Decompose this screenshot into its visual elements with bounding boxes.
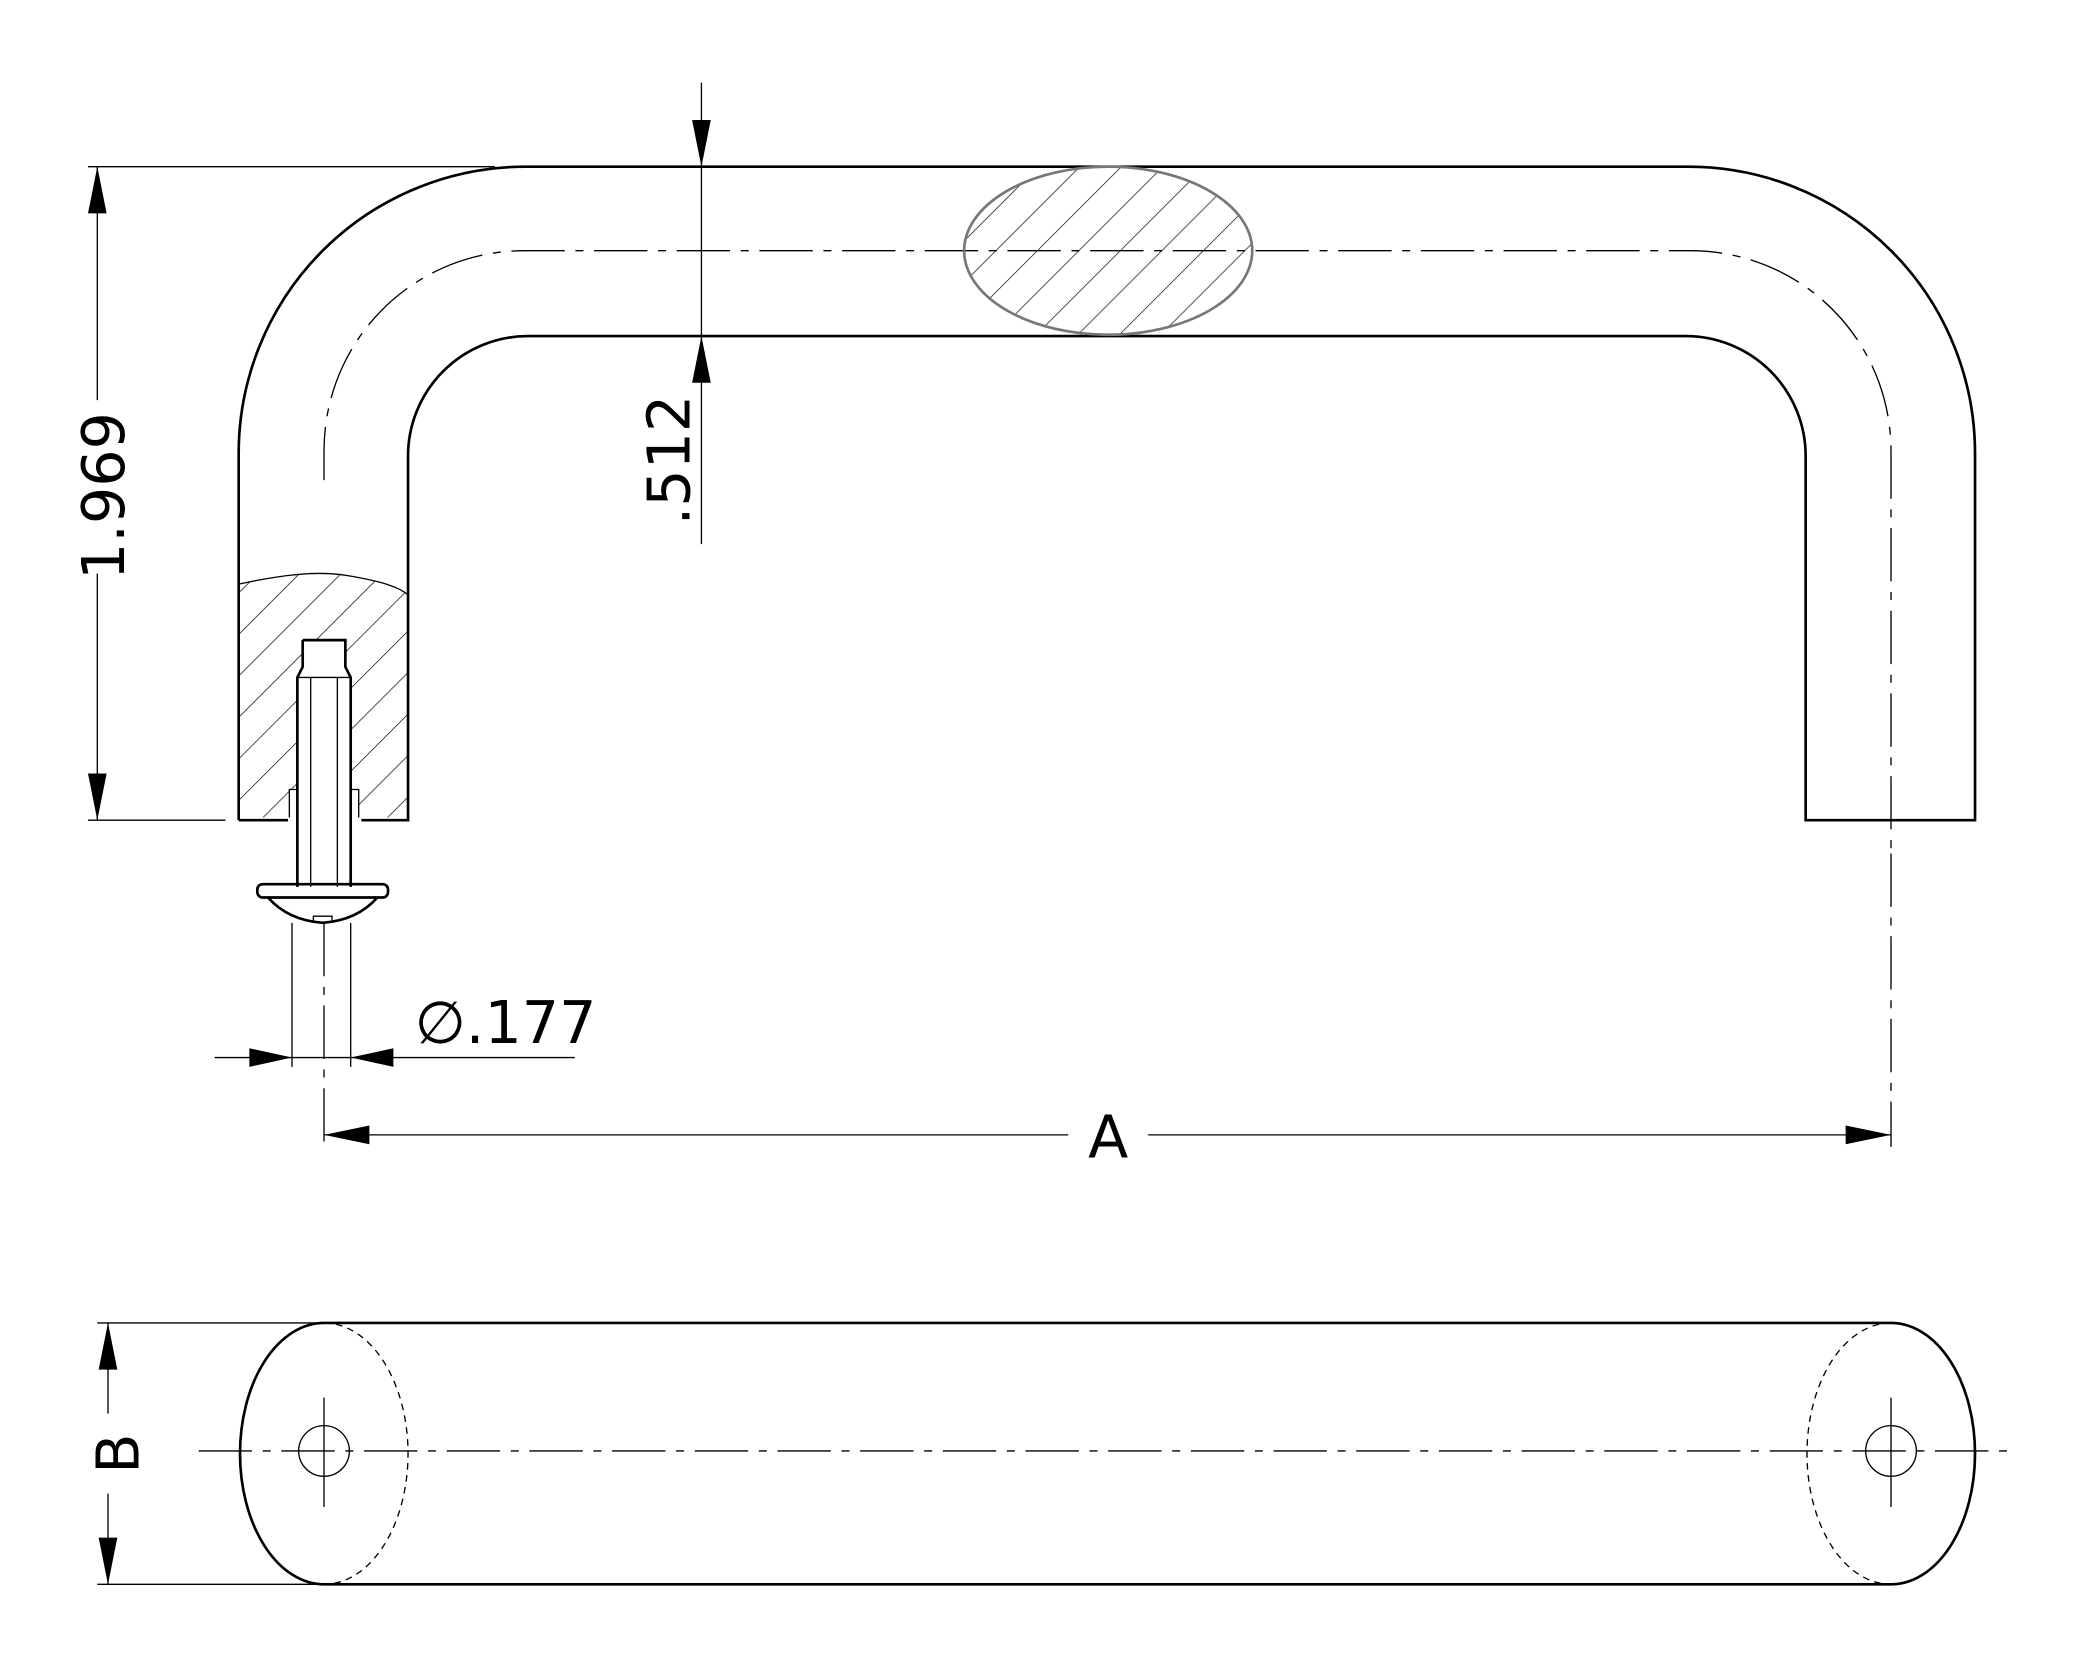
handle-centerline: [323, 250, 1892, 854]
dimension-length: A: [323, 853, 1892, 1172]
top-view: [198, 1321, 2018, 1586]
front-view: [237, 165, 1977, 925]
bar-diameter-label: .512: [635, 395, 703, 526]
dimension-height: 1.969: [70, 166, 495, 821]
width-dimension-label: B: [85, 1433, 153, 1473]
dimension-bar-diameter: .512: [635, 82, 711, 545]
screw: [256, 638, 390, 925]
screw-diameter-label: ∅.177: [415, 989, 597, 1057]
cross-section: [962, 165, 1254, 337]
height-dimension-label: 1.969: [70, 412, 138, 580]
dimension-width: B: [85, 1322, 325, 1585]
handle-outer-outline: [237, 165, 1977, 822]
broken-section: [238, 572, 409, 818]
right-end-cap: [1890, 1321, 1977, 1586]
left-end-cap: [238, 1321, 325, 1586]
dimension-screw-diameter: ∅.177: [214, 922, 597, 1067]
length-dimension-label: A: [1088, 1104, 1128, 1172]
